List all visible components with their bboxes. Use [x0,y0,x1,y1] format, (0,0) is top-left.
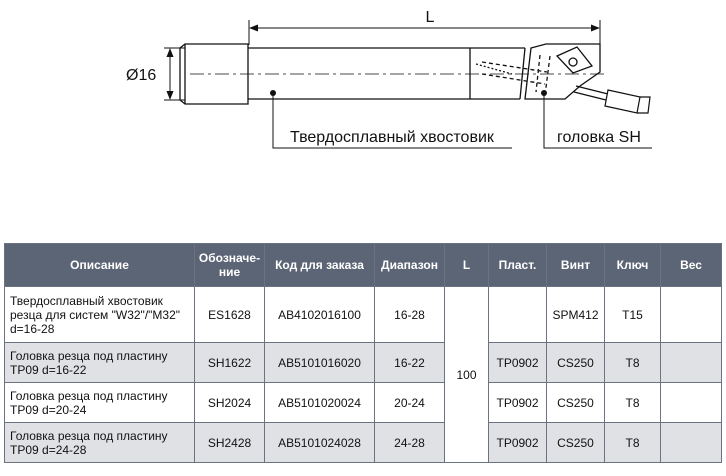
col-designation: Обозначе-ние [194,243,265,287]
table-row: Головка резца под пластину TP09 d=20-24 … [4,382,722,423]
cell-key: T8 [604,422,661,463]
cell-weight [660,422,722,463]
cell-screw: CS250 [546,382,605,423]
spec-table: Описание Обозначе-ние Код для заказа Диа… [4,243,722,463]
cell-range: 16-28 [374,286,445,343]
cell-length: 100 [444,286,489,463]
col-length: L [444,243,489,287]
cell-range: 20-24 [374,382,445,423]
carbide-shank [179,43,526,105]
col-weight: Вес [660,243,722,287]
cell-order-code: AB5101016020 [264,342,375,383]
diameter-dimension-label: Ø16 [126,67,156,84]
cell-insert: TP0902 [488,382,547,423]
shank-label: Твердосплавный хвостовик [290,129,495,146]
cell-order-code: AB4102016100 [264,286,375,343]
cell-key: T15 [604,286,661,343]
length-dimension-label: L [426,9,435,26]
cell-description: Головка резца под пластину TP09 d=20-24 [4,382,195,423]
cell-description: Головка резца под пластину TP09 d=24-28 [4,422,195,463]
col-description: Описание [4,243,195,287]
cell-description: Твердосплавный хвостовик резца для систе… [4,286,195,343]
cell-range: 24-28 [374,422,445,463]
cell-designation: SH1622 [194,342,265,383]
cell-range: 16-22 [374,342,445,383]
cell-screw: SPM412 [546,286,605,343]
cell-key: T8 [604,382,661,423]
table-row: Твердосплавный хвостовик резца для систе… [4,286,722,463]
cell-designation: SH2024 [194,382,265,423]
cell-weight [660,382,722,423]
cell-designation: ES1628 [194,286,265,343]
tool-drawing: L Ø16 Твердосплавный хвостовик [126,9,652,149]
col-order-code: Код для заказа [264,243,375,287]
cell-designation: SH2428 [194,422,265,463]
cell-weight [660,286,722,343]
cell-order-code: AB5101024028 [264,422,375,463]
col-key: Ключ [604,243,661,287]
cell-insert [488,286,547,343]
cell-insert: TP0902 [488,342,547,383]
table-row: Головка резца под пластину TP09 d=24-28 … [4,422,722,463]
cell-description: Головка резца под пластину TP09 d=16-22 [4,342,195,383]
cell-screw: CS250 [546,342,605,383]
cell-insert: TP0902 [488,422,547,463]
head-label: головка SH [557,129,641,146]
clamping-screw [573,85,651,114]
col-screw: Винт [546,243,605,287]
cell-weight [660,342,722,383]
col-insert: Пласт. [488,243,547,287]
table-row: Головка резца под пластину TP09 d=16-22 … [4,342,722,383]
sh-head [475,43,601,100]
cell-order-code: AB5101020024 [264,382,375,423]
cell-screw: CS250 [546,422,605,463]
col-range: Диапазон [374,243,445,287]
table-header-row: Описание Обозначе-ние Код для заказа Диа… [4,243,722,287]
cell-key: T8 [604,342,661,383]
